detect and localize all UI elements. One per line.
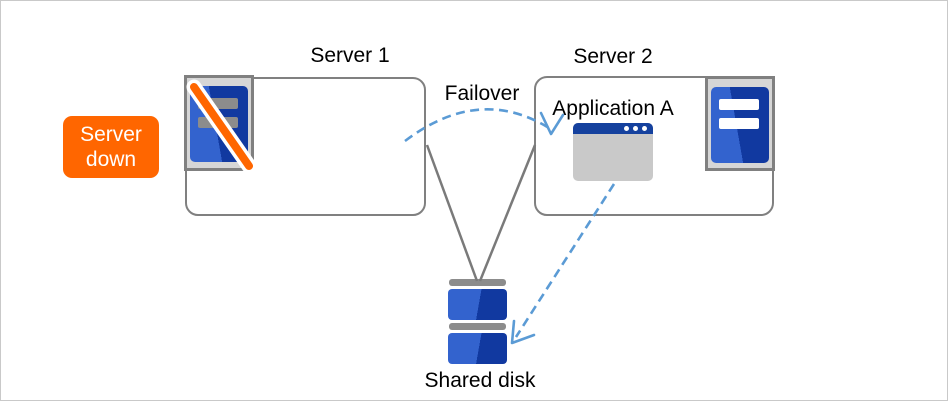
failover-arrow	[404, 108, 550, 143]
disk-cap	[449, 323, 506, 330]
server2-tower-icon	[711, 87, 769, 163]
application-label: Application A	[552, 97, 674, 120]
window-dot-icon	[633, 126, 638, 131]
server2-label: Server 2	[573, 45, 653, 68]
server2-tower-slot	[719, 118, 759, 129]
app-to-disk-arrowhead-icon	[510, 319, 536, 345]
window-dot-icon	[642, 126, 647, 131]
server1-tower-icon	[190, 86, 248, 162]
failover-label: Failover	[444, 82, 520, 105]
server2-icon	[705, 76, 775, 171]
server1-icon	[184, 75, 254, 171]
server1-to-disk-line	[425, 144, 479, 282]
server1-tower-slot	[198, 98, 238, 109]
server2-to-disk-line	[478, 144, 537, 282]
server2-tower-slot	[719, 99, 759, 110]
window-dot-icon	[624, 126, 629, 131]
server-down-badge: Server down	[63, 116, 159, 178]
shared-disk-icon	[448, 279, 507, 364]
application-window-icon	[573, 123, 653, 181]
server1-tower-slot	[198, 117, 238, 128]
disk-platter	[448, 333, 507, 364]
disk-platter	[448, 289, 507, 320]
server1-label: Server 1	[310, 44, 390, 67]
disk-cap	[449, 279, 506, 286]
shared-disk-label: Shared disk	[424, 369, 536, 392]
application-window-titlebar	[573, 123, 653, 134]
